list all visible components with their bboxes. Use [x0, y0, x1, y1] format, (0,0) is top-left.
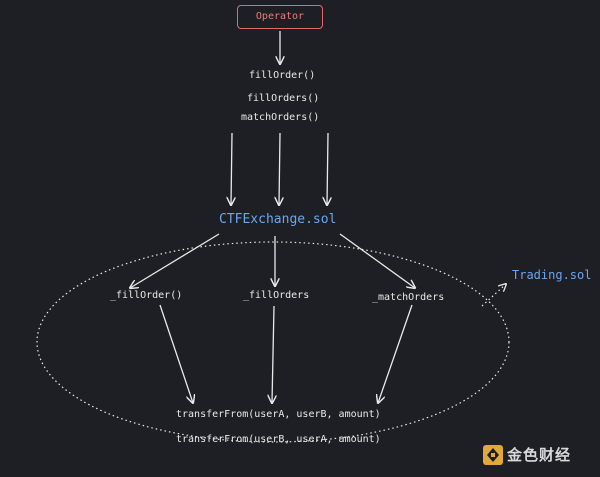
internal-fill-order: _fillOrder()	[110, 290, 183, 301]
operator-box: Operator	[237, 5, 323, 29]
arrow-call-3-to-contract	[327, 132, 328, 205]
module-trading: Trading.sol	[512, 268, 592, 282]
call-match-orders: matchOrders()	[241, 112, 320, 123]
jinse-logo-icon	[483, 444, 503, 465]
internal-fill-orders: _fillOrders	[243, 290, 310, 301]
arrow-fillorders-to-transfer	[272, 305, 274, 403]
arrow-matchorders-to-transfer	[378, 304, 413, 403]
contract-ctf-exchange: CTFExchange.sol	[219, 212, 337, 227]
watermark-text: 金色财经	[507, 446, 572, 464]
arrow-boundary-to-trading	[481, 284, 506, 307]
call-fill-order: fillOrder()	[249, 70, 316, 81]
watermark: 金色财经	[483, 444, 571, 465]
arrow-contract-to-fillorder	[130, 233, 220, 288]
arrow-contract-to-matchorders	[339, 233, 415, 288]
transfer-a-to-b: transferFrom(userA, userB, amount)	[176, 409, 381, 420]
call-fill-orders: fillOrders()	[247, 93, 320, 104]
transfer-b-to-a: transferFrom(userB, userA, amount)	[176, 434, 381, 445]
trading-module-boundary	[36, 241, 510, 443]
internal-match-orders: _matchOrders	[372, 292, 445, 303]
arrow-call-2-to-contract	[279, 132, 280, 205]
arrow-call-1-to-contract	[231, 132, 232, 205]
arrow-fillorder-to-transfer	[159, 304, 193, 403]
